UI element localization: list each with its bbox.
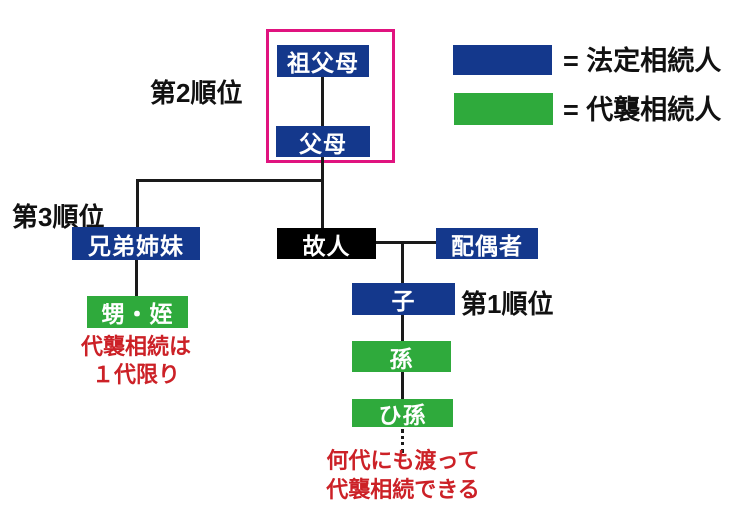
node-great-grandchild: ひ孫 (352, 399, 453, 428)
legend-swatch-legal-heir (453, 45, 552, 75)
sibling-note-line1: 代襲相続は (80, 334, 191, 359)
connector-parents-deceased (321, 157, 324, 228)
connector-grandparents-parents (321, 77, 324, 126)
connector-descendants-dotted (401, 429, 404, 453)
node-grandchild: 孫 (352, 341, 451, 372)
node-child: 子 (352, 283, 455, 315)
node-deceased: 故人 (277, 228, 376, 259)
descendant-note-line1: 何代にも渡って (326, 448, 480, 473)
connector-grandchild-greatgrandchild (401, 372, 404, 399)
rank1-label: 第1順位 (461, 289, 554, 319)
connector-branch-horizontal (136, 179, 324, 182)
rank2-frame (266, 29, 395, 163)
sibling-substitution-note: 代襲相続は １代限り (58, 333, 214, 389)
legend-swatch-substitute-heir (454, 93, 553, 125)
node-parents: 父母 (276, 126, 370, 157)
node-grandparents: 祖父母 (277, 45, 369, 77)
descendant-note-line2: 代襲相続できる (326, 477, 480, 502)
rank2-label: 第2順位 (150, 78, 243, 108)
sibling-note-line2: １代限り (91, 362, 180, 387)
descendant-substitution-note: 何代にも渡って 代襲相続できる (320, 446, 486, 504)
legend-label-substitute-heir: = 代襲相続人 (563, 95, 722, 125)
legend-label-legal-heir: = 法定相続人 (563, 46, 722, 76)
node-spouse: 配偶者 (436, 228, 538, 259)
node-siblings: 兄弟姉妹 (72, 227, 200, 260)
connector-couple-child (401, 243, 404, 283)
connector-siblings-nephew (135, 260, 138, 296)
connector-child-grandchild (401, 315, 404, 341)
node-nephew-niece: 甥・姪 (87, 296, 188, 328)
connector-deceased-spouse (376, 241, 436, 244)
connector-branch-siblings (136, 179, 139, 227)
